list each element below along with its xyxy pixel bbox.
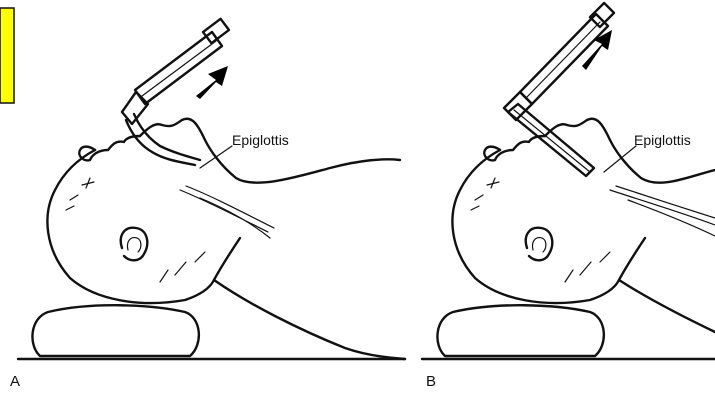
- eye: [487, 178, 499, 188]
- shoulder-line: [619, 238, 645, 280]
- face-profile: [79, 136, 140, 160]
- panel-b: Epiglottis B: [422, 3, 715, 390]
- epiglottis-leader: [200, 146, 232, 168]
- trachea-line: [610, 190, 715, 225]
- face-profile: [484, 136, 545, 160]
- laryngoscope: [504, 3, 614, 176]
- panel-label-b: B: [426, 373, 436, 390]
- pillow: [32, 305, 198, 356]
- eye: [82, 178, 94, 188]
- head-outline: [47, 150, 405, 359]
- epiglottis-label: Epiglottis: [232, 132, 289, 148]
- hair-shading: [565, 252, 610, 282]
- head-outline: [452, 150, 715, 332]
- panel-a: Epiglottis A: [10, 19, 405, 390]
- ear: [526, 228, 553, 261]
- pillow: [437, 305, 603, 356]
- neck-outline: [140, 119, 400, 183]
- shoulder-line: [214, 238, 240, 280]
- epiglottis-label: Epiglottis: [634, 132, 691, 148]
- ear-inner: [532, 238, 545, 252]
- ear-inner: [127, 238, 140, 252]
- trachea-line: [186, 186, 274, 228]
- laryngoscope: [122, 19, 229, 165]
- trachea-line: [628, 200, 715, 236]
- ear: [121, 228, 148, 261]
- eyebrow: [66, 195, 78, 210]
- trachea-line: [180, 190, 268, 232]
- yellow-highlight-box: [0, 8, 14, 103]
- hair-shading: [160, 252, 205, 282]
- lift-arrow: [196, 66, 228, 99]
- trachea-line: [616, 186, 715, 218]
- eyebrow: [471, 195, 483, 210]
- panel-label-a: A: [10, 373, 20, 390]
